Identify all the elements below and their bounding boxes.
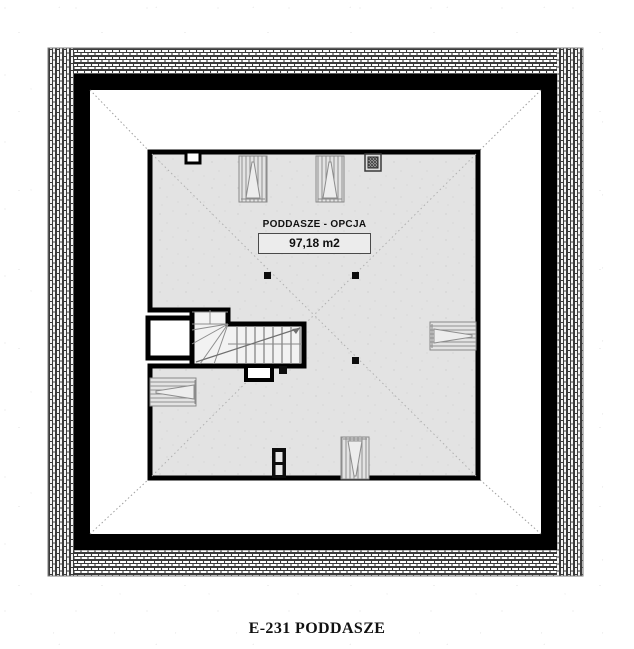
chimney-square-top [364, 153, 382, 172]
skylight-left [149, 377, 197, 407]
roof-hip-lines-outer [89, 89, 542, 535]
skylight-top-right [315, 155, 345, 203]
room-name: PODDASZE - OPCJA [262, 219, 367, 230]
drawing-caption: E-231 PODDASZE [248, 620, 386, 637]
skylight-top-left [238, 155, 268, 203]
room-label: PODDASZE - OPCJA 97,18 m2 [258, 218, 371, 254]
wall-notch-top [184, 150, 202, 165]
skylight-right [429, 321, 477, 351]
chimney-duct-bottom [272, 448, 286, 478]
winder-staircase [189, 307, 307, 382]
skylight-bottom [340, 436, 370, 480]
room-area: 97,18 m2 [258, 233, 371, 254]
